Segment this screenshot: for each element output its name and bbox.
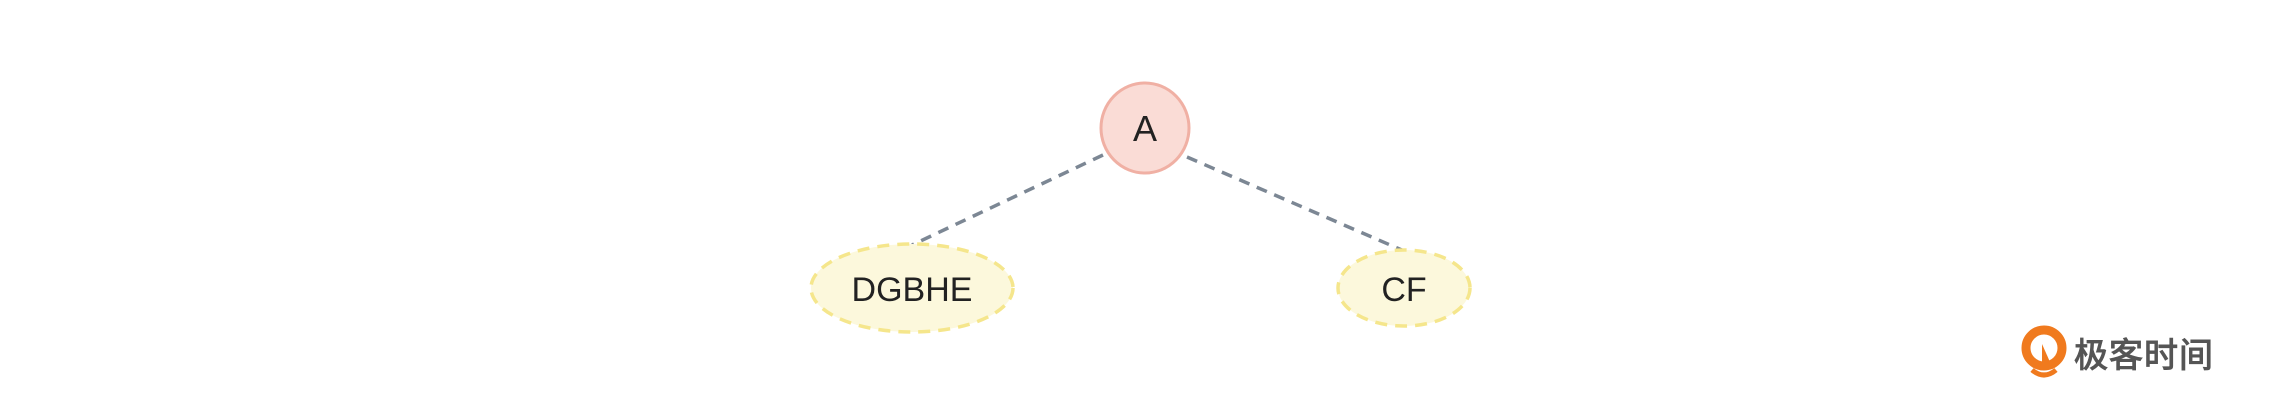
node-cf: CF — [1336, 248, 1472, 328]
node-dgbhe: DGBHE — [809, 242, 1015, 334]
edge-a-cf — [1186, 155, 1405, 253]
geektime-logo: 极客时间 — [2020, 324, 2214, 380]
node-a: A — [1099, 81, 1191, 175]
logo-text: 极客时间 — [2074, 335, 2214, 376]
node-dgbhe-label: DGBHE — [852, 271, 973, 309]
edge-a-dgbhe — [911, 153, 1104, 247]
node-a-label: A — [1133, 108, 1157, 149]
logo-icon — [2021, 325, 2067, 378]
node-cf-label: CF — [1381, 271, 1426, 309]
